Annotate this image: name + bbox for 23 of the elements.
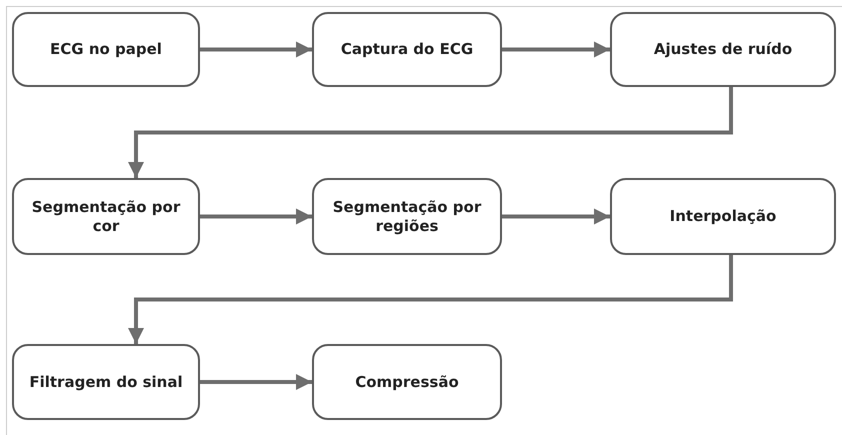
box-label: Captura do ECG	[340, 40, 474, 59]
arrow	[200, 42, 312, 58]
arrow	[502, 208, 610, 224]
process-box	[610, 12, 836, 87]
box-label: ECG no papel	[49, 40, 163, 59]
box-label: Ajustes de ruído	[652, 40, 794, 59]
process-box	[12, 178, 200, 255]
box-label: Compressão	[354, 372, 460, 392]
process-box	[312, 12, 502, 87]
box-label: Filtragem do sinal	[28, 372, 184, 392]
box-label: Interpolação	[668, 207, 778, 226]
box-label: Segmentação por cor	[30, 198, 182, 236]
process-box	[312, 344, 502, 420]
arrow	[502, 42, 610, 58]
arrow	[200, 374, 312, 390]
arrow	[200, 208, 312, 224]
arrow	[128, 255, 733, 344]
process-box	[312, 178, 502, 255]
process-box	[610, 178, 836, 255]
process-box	[12, 12, 200, 87]
arrow	[128, 87, 733, 178]
box-label: Segmentação por regiões	[332, 198, 482, 236]
process-box	[12, 344, 200, 420]
